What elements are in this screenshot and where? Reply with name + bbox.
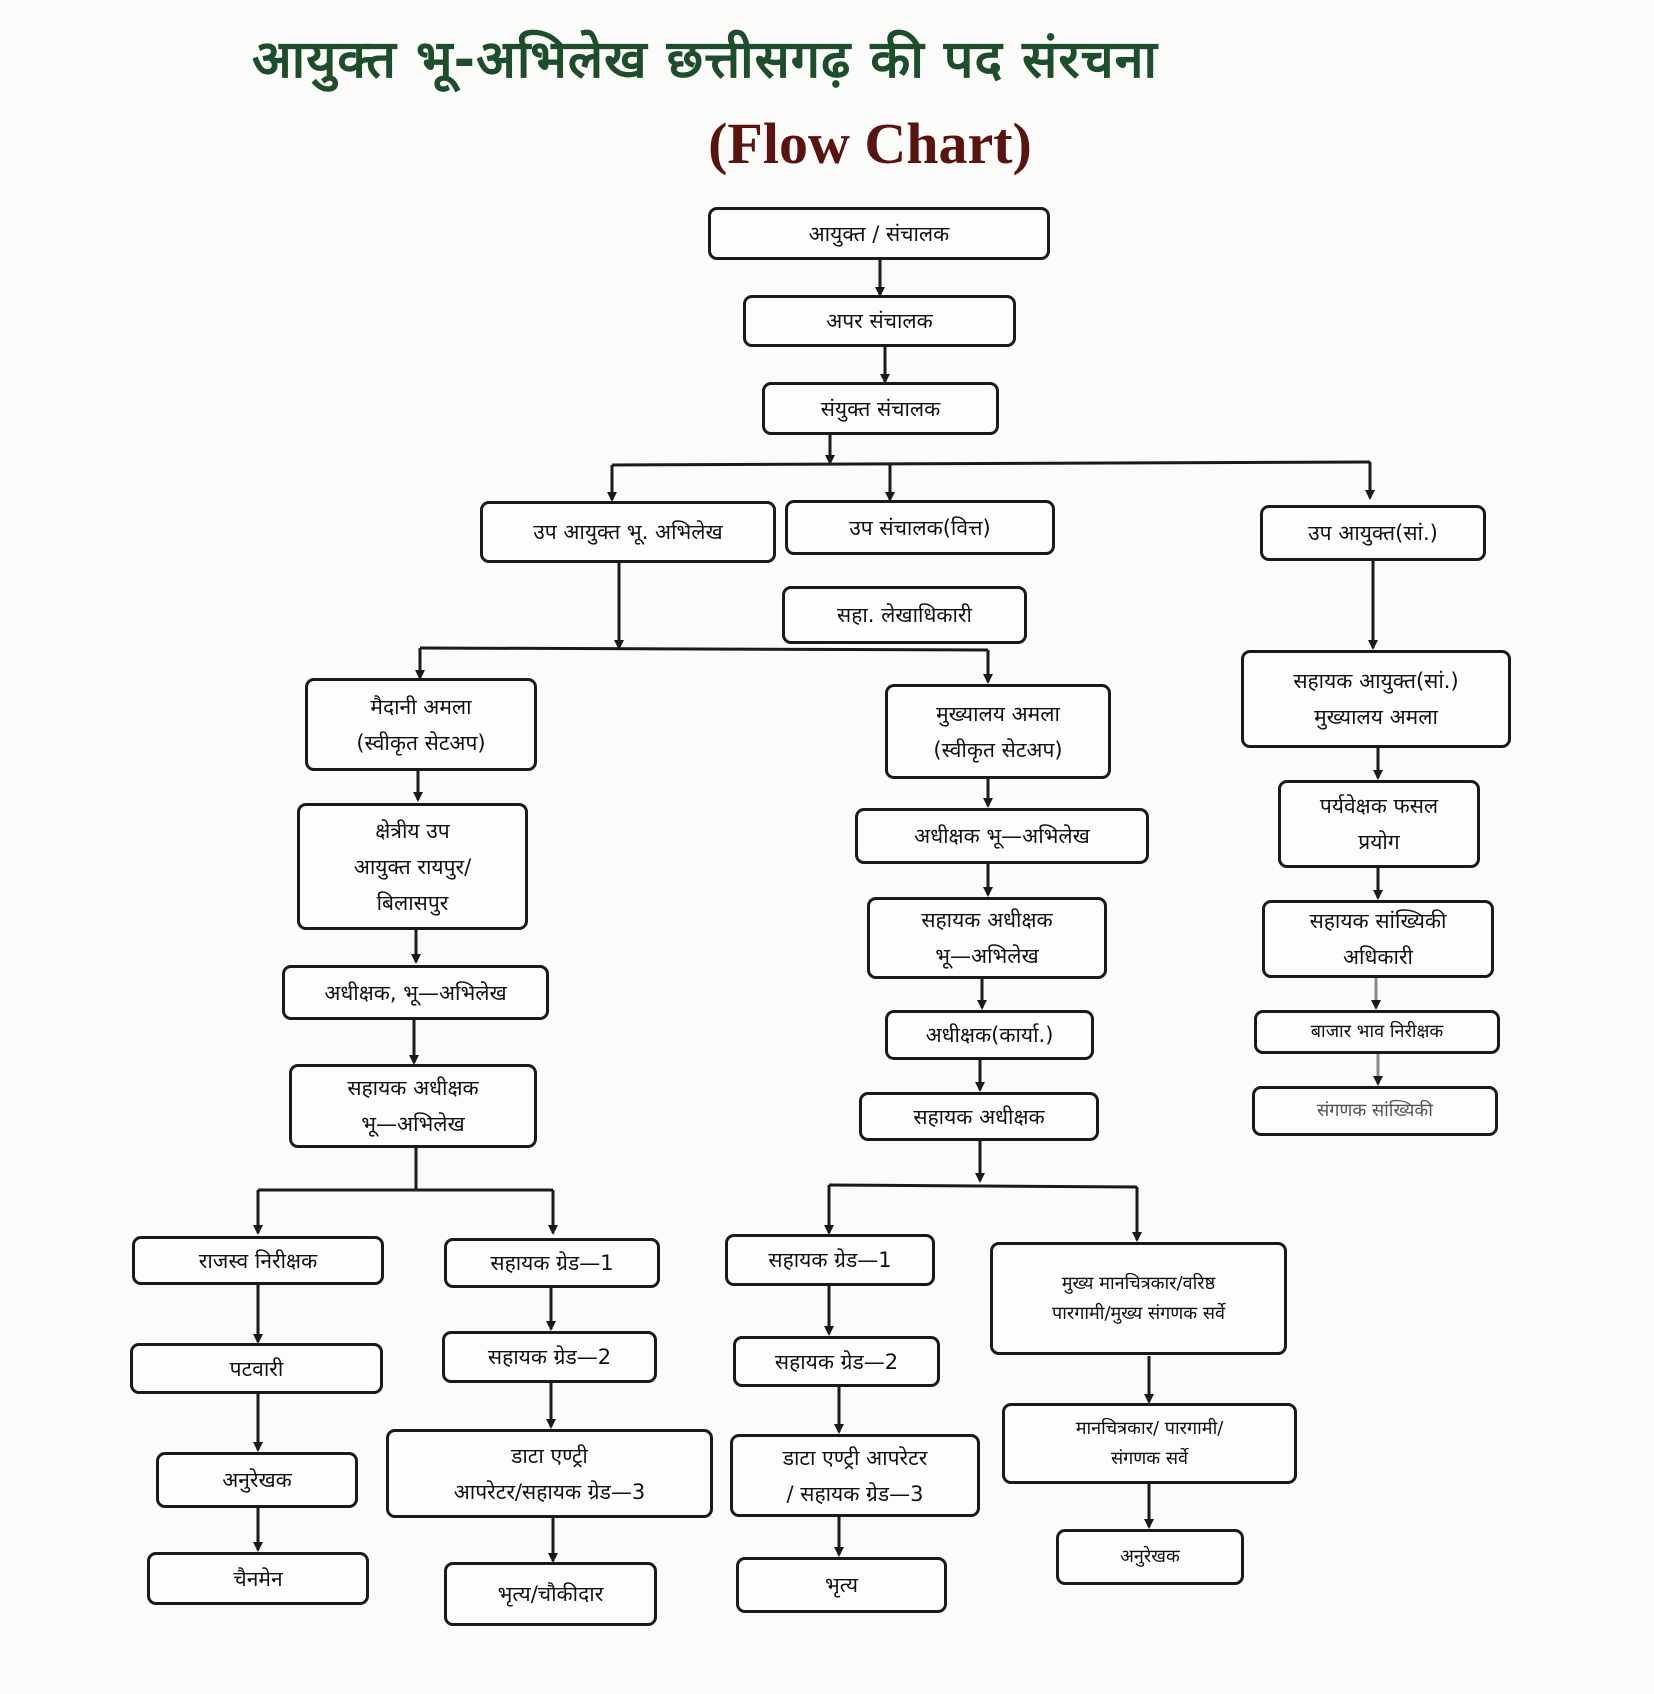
peon-watchman-label: भृत्य/चौकीदार (497, 1582, 604, 1606)
assistant-commissioner-stats-line-1: सहायक आयुक्त(सां.) (1293, 669, 1459, 693)
deputy-commissioner-stats-label: उप आयुक्त(सां.) (1308, 521, 1438, 545)
assistant-statistics-officer-line-2: अधिकारी (1343, 945, 1413, 969)
assistant-superintendent-hq-box: सहायक अधीक्षक भू—अभिलेख (867, 897, 1107, 979)
commissioner-label: आयुक्त / संचालक (808, 221, 950, 246)
peon-label: भृत्य (824, 1573, 859, 1597)
superintendent-land-records-field-label: अधीक्षक, भू—अभिलेख (324, 980, 507, 1005)
cartographer-line-2: संगणक सर्वे (1110, 1447, 1189, 1469)
data-entry-field-line-1: डाटा एण्ट्री (511, 1443, 588, 1468)
superintendent-land-records-hq-label: अधीक्षक भू—अभिलेख (914, 824, 1090, 848)
crop-experiment-supervisor-line-1: पर्यवेक्षक फसल (1319, 794, 1439, 818)
patwari-label: पटवारी (229, 1356, 284, 1381)
page-title: आयुक्त भू-अभिलेख छत्तीसगढ़ की पद संरचना (252, 30, 1158, 90)
superintendent-land-records-field-box: अधीक्षक, भू—अभिलेख (282, 965, 549, 1020)
assistant-grade1-hq-box: सहायक ग्रेड—1 (725, 1234, 935, 1286)
hq-staff-line-2: (स्वीकृत सेटअप) (933, 737, 1063, 762)
commissioner-box: आयुक्त / संचालक (708, 207, 1050, 260)
data-entry-field-box: डाटा एण्ट्री आपरेटर/सहायक ग्रेड—3 (386, 1429, 713, 1518)
regional-deputy-commissioner-line-1: क्षेत्रीय उप (375, 818, 450, 843)
data-entry-hq-line-1: डाटा एण्ट्री आपरेटर (782, 1445, 928, 1470)
assistant-superintendent-field-box: सहायक अधीक्षक भू—अभिलेख (289, 1064, 537, 1148)
data-entry-hq-box: डाटा एण्ट्री आपरेटर / सहायक ग्रेड—3 (730, 1434, 980, 1517)
data-entry-field-line-2: आपरेटर/सहायक ग्रेड—3 (453, 1479, 646, 1504)
chief-cartographer-line-2: पारगामी/मुख्य संगणक सर्वे (1051, 1302, 1226, 1324)
market-price-inspector-box: बाजार भाव निरीक्षक (1254, 1010, 1500, 1054)
assistant-accounts-officer-label: सहा. लेखाधिकारी (837, 603, 972, 627)
tracer-hq-label: अनुरेखक (1120, 1546, 1180, 1567)
deputy-director-finance-box: उप संचालक(वित्त) (785, 500, 1055, 555)
assistant-commissioner-stats-line-2: मुख्यालय अमला (1314, 705, 1438, 729)
assistant-grade1-hq-label: सहायक ग्रेड—1 (768, 1248, 892, 1272)
assistant-superintendent-box: सहायक अधीक्षक (859, 1092, 1099, 1141)
tracer-field-label: अनुरेखक (222, 1468, 292, 1492)
assistant-superintendent-hq-line-1: सहायक अधीक्षक (921, 908, 1053, 932)
hq-staff-line-1: मुख्यालय अमला (936, 701, 1060, 726)
assistant-accounts-officer-box: सहा. लेखाधिकारी (782, 586, 1027, 644)
page-subtitle: (Flow Chart) (708, 111, 1032, 176)
assistant-grade2-field-box: सहायक ग्रेड—2 (442, 1331, 657, 1383)
deputy-director-finance-label: उप संचालक(वित्त) (849, 515, 991, 540)
joint-director-label: संयुक्त संचालक (820, 396, 941, 421)
peon-box: भृत्य (736, 1557, 947, 1613)
tracer-field-box: अनुरेखक (156, 1452, 358, 1508)
assistant-commissioner-stats-box: सहायक आयुक्त(सां.) मुख्यालय अमला (1241, 650, 1511, 748)
chainman-label: चैनमेन (233, 1566, 283, 1591)
field-staff-box: मैदानी अमला (स्वीकृत सेटअप) (305, 678, 537, 771)
data-entry-hq-line-2: / सहायक ग्रेड—3 (786, 1481, 924, 1506)
chief-cartographer-box: मुख्य मानचित्रकार/वरिष्ठ पारगामी/मुख्य स… (990, 1242, 1287, 1355)
assistant-grade2-field-label: सहायक ग्रेड—2 (487, 1345, 612, 1369)
deputy-commissioner-land-records-label: उप आयुक्त भू. अभिलेख (533, 520, 723, 544)
joint-director-box: संयुक्त संचालक (762, 382, 999, 435)
chainman-box: चैनमेन (147, 1552, 369, 1605)
assistant-superintendent-label: सहायक अधीक्षक (913, 1104, 1045, 1129)
superintendent-office-label: अधीक्षक(कार्या.) (925, 1023, 1054, 1047)
additional-director-box: अपर संचालक (743, 295, 1016, 347)
superintendent-land-records-hq-box: अधीक्षक भू—अभिलेख (855, 808, 1149, 864)
crop-experiment-supervisor-line-2: प्रयोग (1358, 830, 1400, 854)
chief-cartographer-line-1: मुख्य मानचित्रकार/वरिष्ठ (1061, 1272, 1216, 1294)
assistant-statistics-officer-line-1: सहायक सांख्यिकी (1309, 909, 1447, 933)
assistant-statistics-officer-box: सहायक सांख्यिकी अधिकारी (1262, 900, 1494, 978)
tracer-hq-box: अनुरेखक (1056, 1529, 1244, 1585)
additional-director-label: अपर संचालक (826, 309, 933, 333)
assistant-grade2-hq-box: सहायक ग्रेड—2 (733, 1336, 940, 1387)
deputy-commissioner-land-records-box: उप आयुक्त भू. अभिलेख (480, 501, 776, 563)
market-price-inspector-label: बाजार भाव निरीक्षक (1310, 1021, 1444, 1042)
hq-staff-box: मुख्यालय अमला (स्वीकृत सेटअप) (885, 684, 1111, 779)
patwari-box: पटवारी (130, 1343, 383, 1394)
assistant-superintendent-field-line-2: भू—अभिलेख (361, 1112, 465, 1136)
assistant-superintendent-field-line-1: सहायक अधीक्षक (347, 1076, 479, 1100)
cartographer-line-1: मानचित्रकार/ पारगामी/ (1075, 1417, 1224, 1439)
assistant-superintendent-hq-line-2: भू—अभिलेख (935, 944, 1039, 968)
revenue-inspector-box: राजस्व निरीक्षक (132, 1236, 384, 1285)
revenue-inspector-label: राजस्व निरीक्षक (198, 1248, 318, 1273)
deputy-commissioner-stats-box: उप आयुक्त(सां.) (1260, 505, 1486, 561)
regional-deputy-commissioner-line-2: आयुक्त रायपुर/ (353, 854, 472, 879)
computer-statistics-box: संगणक सांख्यिकी (1252, 1086, 1498, 1136)
computer-statistics-label: संगणक सांख्यिकी (1317, 1100, 1433, 1121)
crop-experiment-supervisor-box: पर्यवेक्षक फसल प्रयोग (1278, 780, 1480, 868)
assistant-grade2-hq-label: सहायक ग्रेड—2 (774, 1349, 899, 1374)
field-staff-line-2: (स्वीकृत सेटअप) (356, 730, 486, 755)
peon-watchman-box: भृत्य/चौकीदार (444, 1562, 657, 1626)
cartographer-box: मानचित्रकार/ पारगामी/ संगणक सर्वे (1002, 1403, 1297, 1484)
regional-deputy-commissioner-box: क्षेत्रीय उप आयुक्त रायपुर/ बिलासपुर (297, 803, 528, 930)
superintendent-office-box: अधीक्षक(कार्या.) (885, 1010, 1094, 1060)
assistant-grade1-field-label: सहायक ग्रेड—1 (490, 1251, 614, 1275)
regional-deputy-commissioner-line-3: बिलासपुर (376, 890, 449, 915)
field-staff-line-1: मैदानी अमला (370, 694, 472, 719)
assistant-grade1-field-box: सहायक ग्रेड—1 (444, 1238, 660, 1288)
